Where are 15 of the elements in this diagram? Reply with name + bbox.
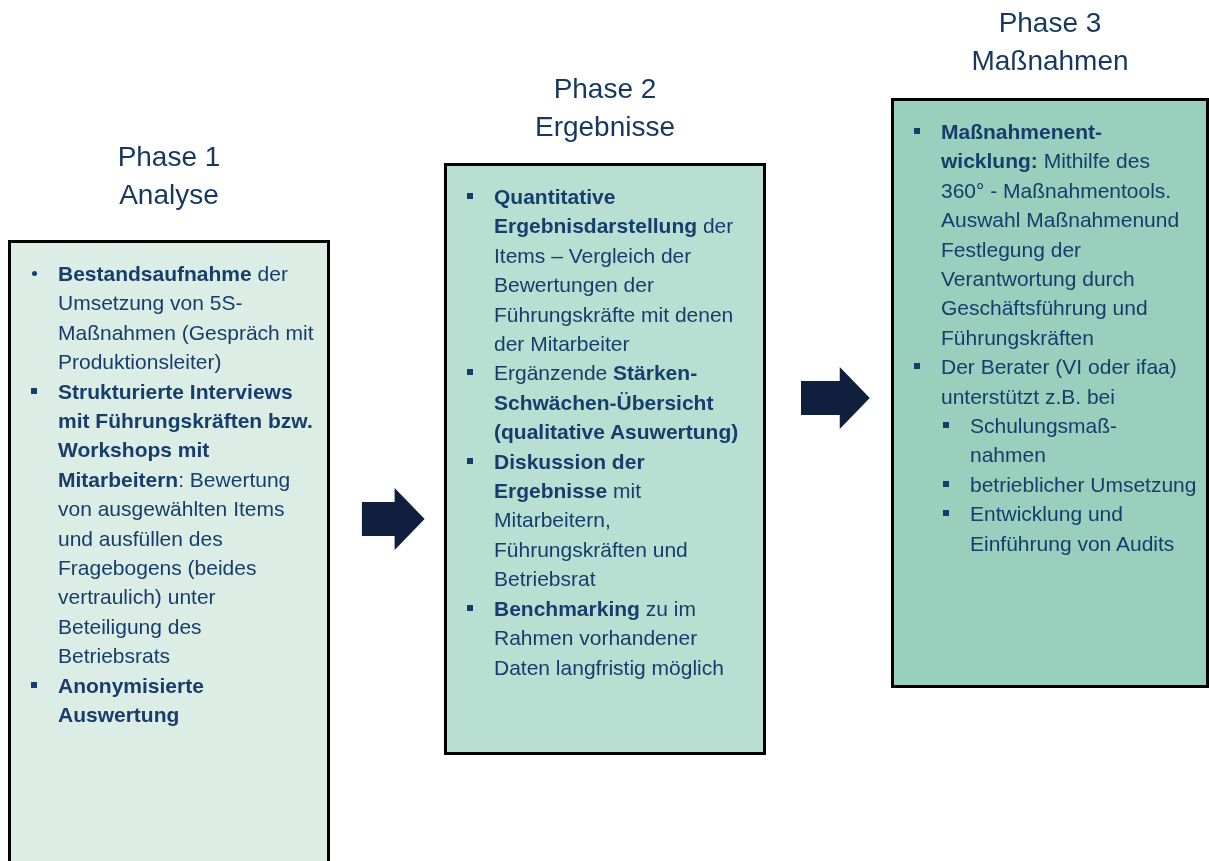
bullet-text: betrieblicher Umsetzung xyxy=(970,471,1198,498)
bullet-text: Maßnahmenent- wicklung: Mithilfe des 360° - Maßnahmentools. Auswahl Maßnahmenund Festlegung der Verantwortung durch Geschäftsführung und Führungskräften xyxy=(941,119,1181,351)
phase-heading: Phase 2 Ergebnisse xyxy=(533,72,677,144)
phase-heading: Phase 3 Maßnahmen xyxy=(970,6,1130,78)
block-arrow xyxy=(801,367,870,429)
bullet-text: Strukturierte Interviews mit Führungskräften bzw. Workshops mit Mitarbeitern: Bewertung von ausgewählten Items und ausfüllen des Fragebogens (beides vertraulich) unter Beteiligung des Betriebsrats xyxy=(58,378,314,670)
bullet-text: Entwicklung und Einführung von Audits xyxy=(970,501,1176,557)
bullet-text: Anonymisierte Auswertung xyxy=(58,672,205,729)
bullet-text: Quantitative Ergebnisdarstellung der Items – Vergleich der Bewertungen der Führungskräfte mit denen der Mitarbeiter xyxy=(494,184,735,358)
phase-heading: Phase 1 Analyse xyxy=(116,140,222,212)
bullet-text: Der Berater (VI oder ifaa) unterstützt z.B. bei xyxy=(941,354,1178,410)
block-arrow xyxy=(361,488,425,550)
bullet-text: Ergänzende Stärken-Schwächen-Übersicht (qualitative Asuwertung) xyxy=(494,360,740,446)
bullet-text: Benchmarking zu im Rahmen vorhandener Daten langfristig möglich xyxy=(494,595,725,681)
bullet-text: Bestandsaufnahme der Umsetzung von 5S-Maßnahmen (Gespräch mit Produktionsleiter) xyxy=(58,261,315,376)
